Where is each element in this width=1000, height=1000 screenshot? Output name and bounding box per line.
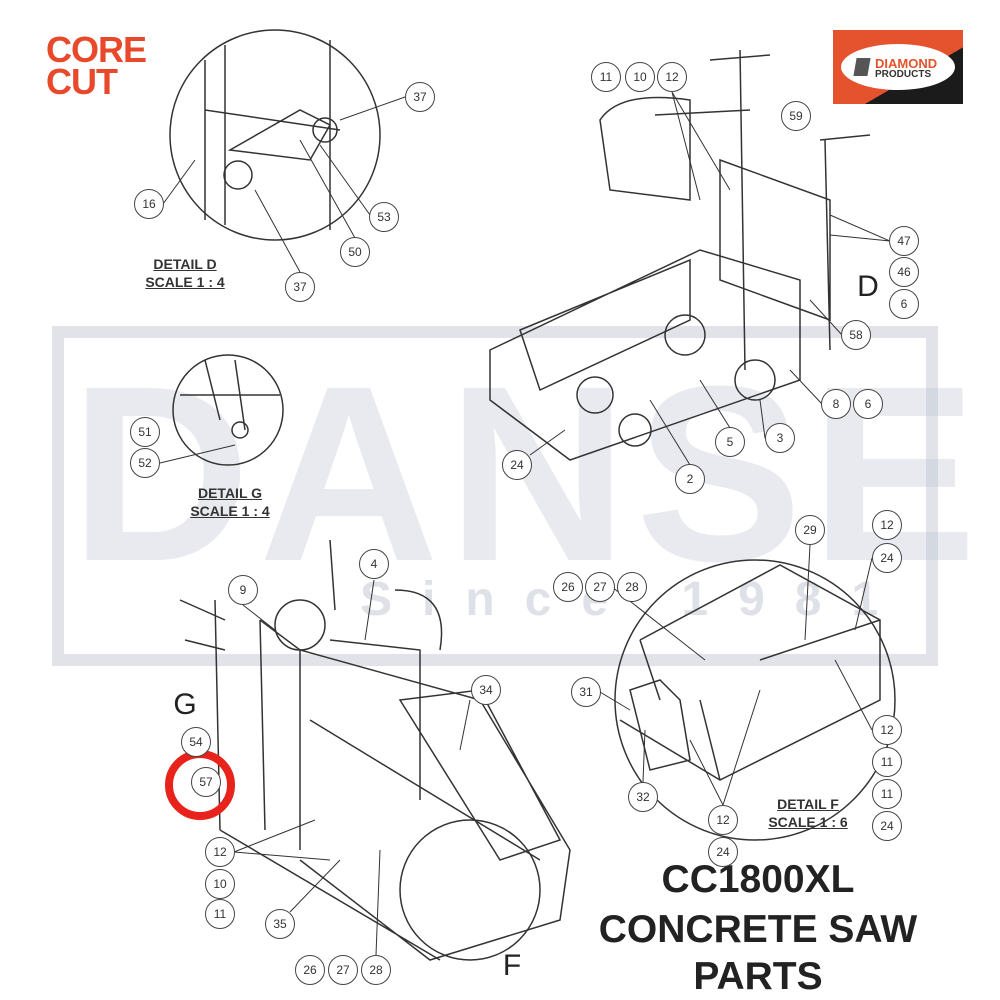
callout-8: 8 [821, 389, 851, 419]
callout-11: 11 [591, 62, 621, 92]
detail-scale: SCALE 1 : 6 [768, 814, 848, 830]
callout-51: 51 [130, 417, 160, 447]
callout-10: 10 [205, 869, 235, 899]
callout-12: 12 [872, 510, 902, 540]
detail-f-source-circle [399, 819, 541, 961]
callout-53: 53 [369, 202, 399, 232]
callout-6: 6 [889, 289, 919, 319]
callout-54: 54 [181, 727, 211, 757]
diamond-icon [853, 58, 871, 76]
detail-f-label: DETAIL F SCALE 1 : 6 [768, 795, 847, 831]
watermark-frame [52, 326, 938, 666]
callout-29: 29 [795, 515, 825, 545]
callout-12: 12 [708, 805, 738, 835]
view-letter-f: F [502, 949, 522, 982]
detail-f-parts [619, 564, 881, 781]
callout-34: 34 [471, 675, 501, 705]
detail-d-circle [169, 29, 381, 241]
callout-57: 57 [191, 767, 221, 797]
logo-line-1: DIAMOND [875, 56, 938, 71]
callout-24: 24 [872, 543, 902, 573]
callout-52: 52 [130, 448, 160, 478]
detail-name: DETAIL G [197, 485, 263, 501]
callout-5: 5 [715, 427, 745, 457]
callout-26: 26 [553, 572, 583, 602]
detail-g-label: DETAIL G SCALE 1 : 4 [190, 484, 269, 520]
callout-24: 24 [502, 450, 532, 480]
top-machine-outline [489, 49, 871, 461]
callout-47: 47 [889, 226, 919, 256]
callout-46: 46 [889, 257, 919, 287]
callout-28: 28 [361, 955, 391, 985]
logo-line-1: CORE [46, 29, 147, 70]
callout-32: 32 [628, 782, 658, 812]
callout-27: 27 [585, 572, 615, 602]
callout-11: 11 [205, 899, 235, 929]
core-cut-logo: CORE CUT [46, 29, 147, 102]
callout-24: 24 [872, 811, 902, 841]
diamond-products-logo: DIAMOND PRODUCTS [833, 30, 963, 104]
detail-d-parts [204, 40, 341, 230]
detail-d-label: DETAIL D SCALE 1 : 4 [145, 255, 224, 291]
title-line-3: PARTS [693, 955, 823, 998]
logo-line-2: PRODUCTS [875, 69, 932, 80]
callout-6: 6 [853, 389, 883, 419]
logo-line-2: CUT [46, 61, 118, 102]
callout-59: 59 [781, 101, 811, 131]
callout-10: 10 [625, 62, 655, 92]
detail-name: DETAIL F [777, 796, 839, 812]
callout-3: 3 [765, 423, 795, 453]
callout-58: 58 [841, 320, 871, 350]
title-line-2: CONCRETE SAW [598, 908, 918, 951]
callout-31: 31 [571, 677, 601, 707]
callout-37: 37 [405, 82, 435, 112]
callout-50: 50 [340, 237, 370, 267]
callout-12: 12 [205, 837, 235, 867]
detail-f-circle [614, 559, 896, 841]
callout-12: 12 [657, 62, 687, 92]
detail-name: DETAIL D [153, 256, 217, 272]
bottom-machine-outline [179, 539, 571, 961]
detail-scale: SCALE 1 : 4 [190, 503, 270, 519]
view-letter-g: G [173, 688, 197, 721]
callout-12: 12 [872, 715, 902, 745]
callout-11: 11 [872, 779, 902, 809]
callout-26: 26 [295, 955, 325, 985]
detail-g-circle [172, 354, 284, 466]
callout-27: 27 [328, 955, 358, 985]
callout-35: 35 [265, 909, 295, 939]
callout-2: 2 [675, 464, 705, 494]
callout-16: 16 [134, 189, 164, 219]
view-letter-d: D [857, 270, 879, 303]
detail-scale: SCALE 1 : 4 [145, 274, 225, 290]
callout-11: 11 [872, 747, 902, 777]
callout-4: 4 [359, 549, 389, 579]
elbow-fitting [223, 160, 253, 190]
title-line-1: CC1800XL [661, 858, 855, 901]
callout-24: 24 [708, 837, 738, 867]
callout-28: 28 [617, 572, 647, 602]
handwheel [274, 599, 326, 651]
callout-37: 37 [285, 272, 315, 302]
callout-9: 9 [228, 575, 258, 605]
